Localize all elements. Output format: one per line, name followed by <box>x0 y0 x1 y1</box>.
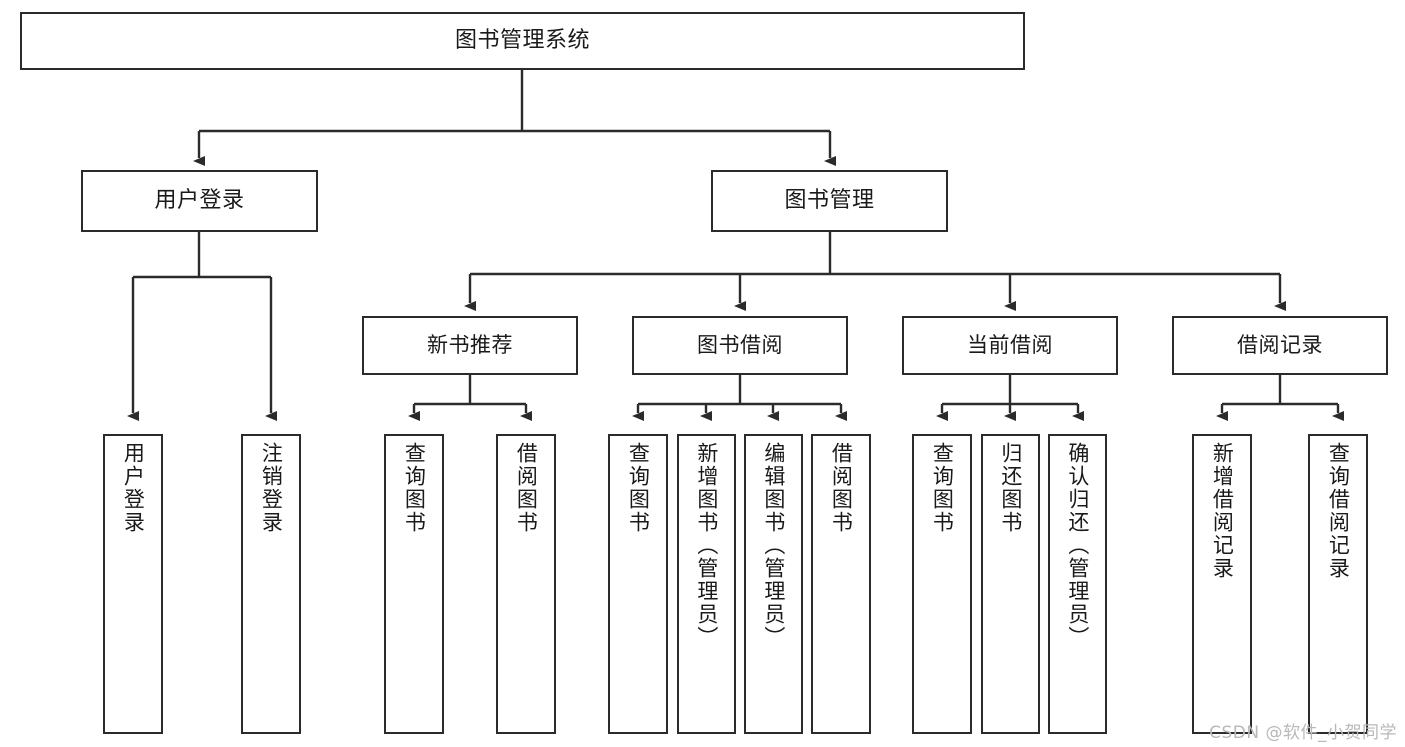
node-label: 查询图书 <box>930 442 955 534</box>
node-borrow-records[interactable]: 借阅记录 <box>1172 316 1388 375</box>
node-label: 新增图书（管理员） <box>694 442 719 649</box>
node-label: 查询图书 <box>626 442 651 534</box>
csdn-watermark: CSDN @软件_小贺同学 <box>1209 723 1397 743</box>
node-label: 借阅记录 <box>1237 333 1323 358</box>
leaf-logout[interactable]: 注销登录 <box>241 434 301 734</box>
node-current-borrowing[interactable]: 当前借阅 <box>902 316 1118 375</box>
node-label: 注销登录 <box>259 442 284 534</box>
node-label: 确认归还（管理员） <box>1065 442 1090 649</box>
node-book-management[interactable]: 图书管理 <box>711 170 948 232</box>
leaf-borrow-books-recommendation[interactable]: 借阅图书 <box>496 434 556 734</box>
leaf-query-books-current[interactable]: 查询图书 <box>912 434 972 734</box>
node-label: 图书管理系统 <box>454 28 590 54</box>
node-label: 归还图书 <box>998 442 1023 534</box>
node-label: 当前借阅 <box>967 333 1053 358</box>
leaf-return-books[interactable]: 归还图书 <box>981 434 1040 734</box>
leaf-user-login[interactable]: 用户登录 <box>103 434 163 734</box>
node-label: 编辑图书（管理员） <box>761 442 786 649</box>
leaf-query-borrow-record[interactable]: 查询借阅记录 <box>1308 434 1368 734</box>
node-book-borrowing[interactable]: 图书借阅 <box>632 316 848 375</box>
node-label: 用户登录 <box>154 188 245 214</box>
leaf-add-borrow-record[interactable]: 新增借阅记录 <box>1192 434 1252 734</box>
leaf-query-books-recommendation[interactable]: 查询图书 <box>384 434 444 734</box>
node-label: 用户登录 <box>121 442 146 534</box>
node-new-book-recommendation[interactable]: 新书推荐 <box>362 316 578 375</box>
node-label: 图书借阅 <box>697 333 783 358</box>
node-label: 图书管理 <box>784 188 875 214</box>
leaf-confirm-return-admin[interactable]: 确认归还（管理员） <box>1048 434 1107 734</box>
node-label: 查询图书 <box>402 442 427 534</box>
node-label: 借阅图书 <box>514 442 539 534</box>
node-root-book-management-system[interactable]: 图书管理系统 <box>20 12 1025 70</box>
node-user-login[interactable]: 用户登录 <box>81 170 318 232</box>
node-label: 新书推荐 <box>427 333 513 358</box>
node-label: 新增借阅记录 <box>1210 442 1235 580</box>
leaf-edit-book-admin[interactable]: 编辑图书（管理员） <box>744 434 803 734</box>
leaf-add-book-admin[interactable]: 新增图书（管理员） <box>677 434 736 734</box>
leaf-query-books-borrowing[interactable]: 查询图书 <box>608 434 668 734</box>
node-label: 查询借阅记录 <box>1326 442 1351 580</box>
leaf-borrow-books-borrowing[interactable]: 借阅图书 <box>811 434 871 734</box>
node-label: 借阅图书 <box>829 442 854 534</box>
